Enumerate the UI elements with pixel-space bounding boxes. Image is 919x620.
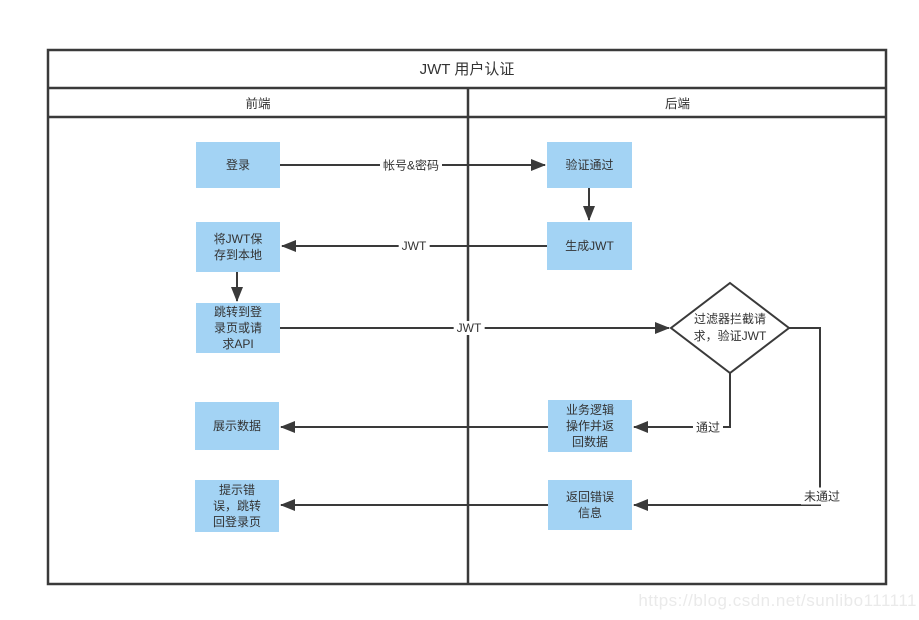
node-redirect-or-request: 跳转到登 录页或请 求API — [196, 303, 280, 353]
edge-label-pass: 通过 — [692, 418, 724, 436]
node-show-data: 展示数据 — [195, 402, 279, 450]
edge-label-account-password: 帐号&密码 — [379, 156, 443, 174]
edge-label-jwt-request: JWT — [453, 321, 485, 335]
node-verify-pass: 验证通过 — [547, 142, 632, 188]
decision-diamond-shape — [669, 281, 791, 375]
node-generate-jwt: 生成JWT — [547, 222, 632, 270]
node-show-error: 提示错 误，跳转 回登录页 — [195, 480, 279, 532]
node-return-error: 返回错误 信息 — [548, 480, 632, 530]
lane-header-frontend: 前端 — [245, 97, 271, 111]
csdn-watermark: https://blog.csdn.net/sunlibo111111 — [638, 591, 917, 610]
node-save-jwt: 将JWT保 存到本地 — [196, 222, 280, 272]
edge-filter-pass-to-business — [633, 373, 731, 433]
node-business-logic: 业务逻辑 操作并返 回数据 — [548, 400, 632, 452]
edge-label-fail: 未通过 — [800, 487, 844, 505]
edge-label-jwt-return: JWT — [398, 239, 430, 253]
lane-header-backend: 后端 — [664, 97, 690, 111]
diagram-title: JWT 用户认证 — [419, 61, 515, 78]
node-filter-verify: 过滤器拦截请 求，验证JWT — [693, 312, 767, 343]
node-login: 登录 — [196, 142, 280, 188]
edge-filter-fail-to-return-error — [633, 327, 821, 511]
